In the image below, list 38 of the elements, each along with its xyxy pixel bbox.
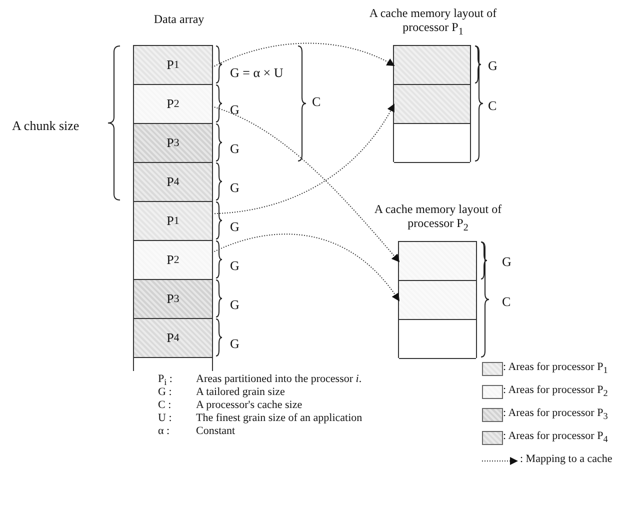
legend-text: : Mapping to a cache <box>520 452 612 467</box>
definition-text: Areas partitioned into the processor i. <box>196 372 362 387</box>
size-label: G <box>230 102 240 117</box>
size-label: G = α × U <box>230 65 284 80</box>
legend-text: : Areas for processor P$_{3}$ <box>503 406 608 424</box>
legend-text: : Areas for processor P$_{4}$ <box>503 429 608 446</box>
definition-text: The finest grain size of an application <box>196 411 362 426</box>
cache-heading: A cache memory layout of processor P$_{1}$ <box>368 6 498 40</box>
mapping-arrow <box>212 234 400 302</box>
cache-block <box>394 85 470 124</box>
size-label: G <box>488 58 498 73</box>
cache-block <box>399 281 476 320</box>
cache-heading: A cache memory layout of processor P$_{2}$ <box>373 202 503 236</box>
size-label: C <box>312 94 321 109</box>
mapping-arrow <box>212 42 395 68</box>
size-label: G <box>230 180 240 195</box>
symbol-key: α : <box>158 424 170 439</box>
symbol-key: C : <box>158 398 172 413</box>
size-label: A chunk size <box>12 118 80 133</box>
definition-text: Constant <box>196 424 236 439</box>
size-label: G <box>230 258 240 273</box>
definition-text: A tailored grain size <box>196 385 285 400</box>
size-label: C <box>502 294 511 309</box>
symbol-key: U : <box>158 411 172 426</box>
size-label: G <box>230 219 240 234</box>
size-label: G <box>230 336 240 351</box>
mapping-arrow <box>212 106 400 262</box>
legend-text: : Areas for processor P$_{2}$ <box>503 383 608 400</box>
cache-block <box>399 242 476 281</box>
size-label: C <box>488 98 497 113</box>
legend-text: : Areas for processor P$_{1}$ <box>503 360 608 378</box>
cache-block <box>394 46 470 85</box>
size-label: G <box>230 141 240 156</box>
mapping-arrow <box>212 104 394 214</box>
size-label: G <box>230 297 240 312</box>
definition-text: A processor's cache size <box>196 398 302 413</box>
size-label: G <box>502 254 512 269</box>
array-heading: Data array <box>152 12 206 26</box>
